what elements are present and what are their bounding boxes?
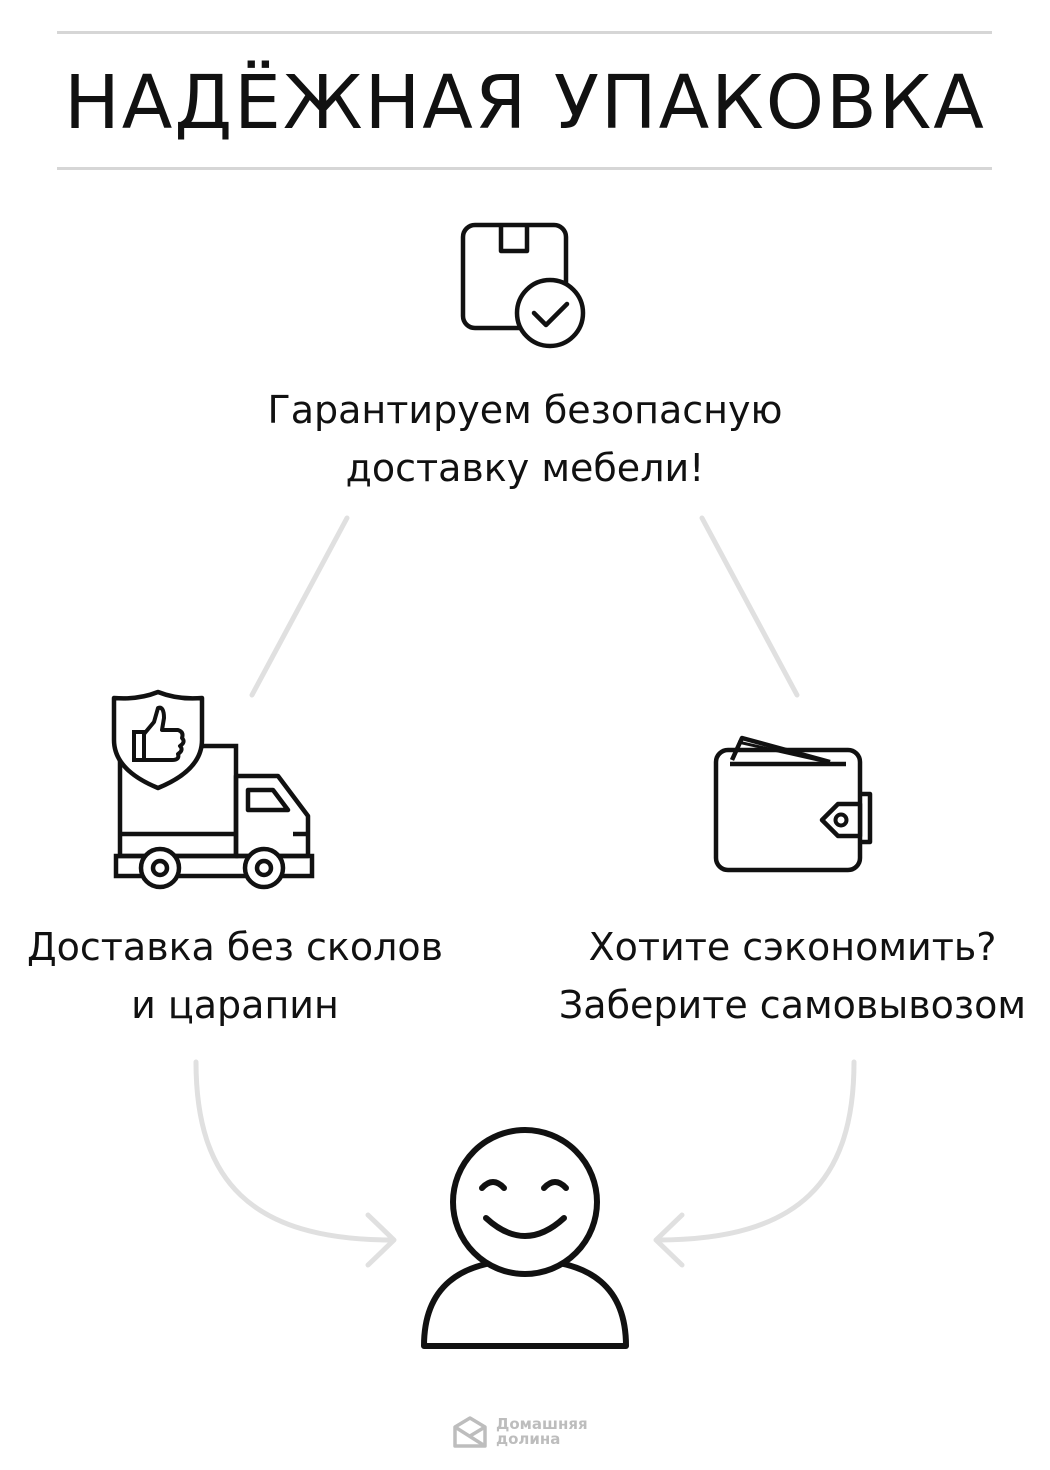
arrow-right-curve <box>655 1059 857 1243</box>
brand-logo: Домашняя долина <box>452 1412 588 1452</box>
caption-self-pickup: Хотите сэкономить? Заберите самовывозом <box>555 918 1030 1034</box>
caption-top-line2: доставку мебели! <box>345 446 705 490</box>
caption-right-line2: Заберите самовывозом <box>558 983 1027 1027</box>
connector-top-right <box>699 515 800 698</box>
brand-name: Домашняя долина <box>496 1417 588 1447</box>
brand-line1: Домашняя <box>496 1415 588 1433</box>
page-title: НАДЁЖНАЯ УПАКОВКА <box>64 60 986 146</box>
arrow-left-head <box>365 1212 397 1268</box>
caption-left-line2: и царапин <box>131 983 339 1027</box>
caption-top-line1: Гарантируем безопасную <box>267 388 783 432</box>
brand-line2: долина <box>496 1430 561 1448</box>
arrow-right-head <box>653 1212 685 1268</box>
smiley-person-icon <box>421 1127 629 1349</box>
home-box-logo-icon <box>453 1416 487 1448</box>
bottom-divider <box>57 167 992 170</box>
top-divider <box>57 31 992 34</box>
caption-left-line1: Доставка без сколов <box>26 925 444 969</box>
connector-top-left <box>249 515 350 698</box>
delivery-truck-shield-icon <box>111 689 315 890</box>
package-check-icon <box>460 222 586 349</box>
caption-safe-delivery: Гарантируем безопасную доставку мебели! <box>200 381 850 497</box>
caption-no-damage: Доставка без сколов и царапин <box>0 918 470 1034</box>
wallet-icon <box>713 735 873 873</box>
caption-right-line1: Хотите сэкономить? <box>588 925 997 969</box>
arrow-left-curve <box>193 1059 395 1243</box>
